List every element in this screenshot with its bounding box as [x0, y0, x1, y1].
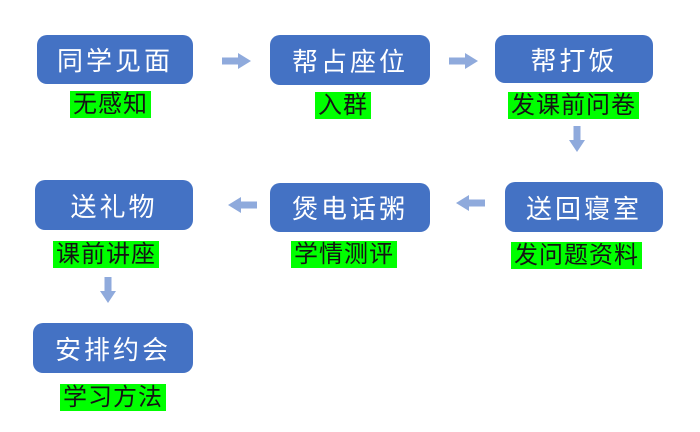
node-meet: 同学见面 — [37, 35, 193, 84]
node-food: 帮打饭 — [495, 35, 653, 83]
node-phone: 煲电话粥 — [270, 183, 430, 232]
arrow-down-icon — [99, 277, 117, 304]
annotation-seat: 入群 — [315, 92, 371, 120]
annotation-dorm: 发问题资料 — [511, 242, 642, 270]
node-date: 安排约会 — [33, 323, 193, 373]
arrow-right-icon — [449, 52, 479, 70]
annotation-phone: 学情测评 — [291, 241, 397, 269]
arrow-left-icon — [227, 196, 257, 214]
node-gift: 送礼物 — [35, 180, 193, 230]
arrow-left-icon — [455, 194, 485, 212]
annotation-food: 发课前问卷 — [508, 92, 639, 120]
node-dorm: 送回寝室 — [505, 182, 663, 232]
arrow-down-icon — [568, 126, 586, 153]
annotation-meet: 无感知 — [70, 91, 151, 119]
annotation-gift: 课前讲座 — [53, 241, 159, 269]
annotation-date: 学习方法 — [60, 384, 166, 412]
node-seat: 帮占座位 — [270, 35, 430, 85]
arrow-right-icon — [222, 52, 252, 70]
